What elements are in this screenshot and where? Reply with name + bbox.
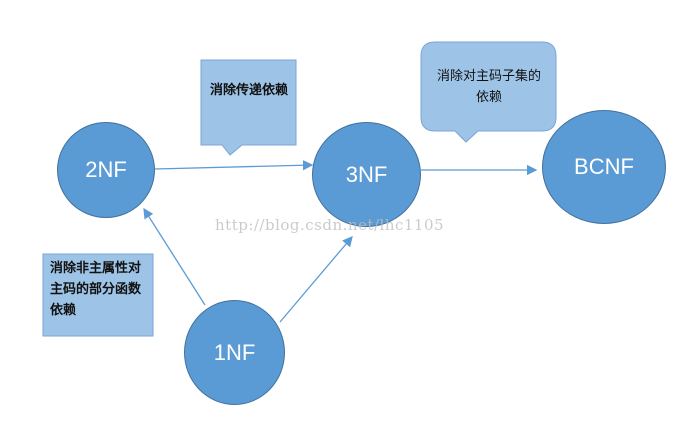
arrow-2nf-3nf — [154, 160, 314, 171]
node-1nf-label: 1NF — [213, 339, 256, 365]
node-2nf-label: 2NF — [85, 157, 127, 182]
callout-partial-shape — [42, 253, 154, 337]
node-bcnf: BCNF — [542, 110, 666, 224]
callout-subset-shape — [420, 41, 557, 143]
note-partial: 消除非主属性对主码的部分函数依赖 — [50, 261, 142, 318]
watermark: http://blog.csdn.net/lhc1105 — [215, 216, 445, 234]
arrow-1nf-2nf — [143, 207, 206, 306]
note-subset: 消除对主码子集的依赖 — [436, 69, 541, 105]
callout-transitive-shape — [200, 59, 297, 156]
node-2nf: 2NF — [57, 122, 155, 218]
node-3nf: 3NF — [312, 122, 421, 227]
note-transitive: 消除传递依赖 — [209, 83, 288, 98]
node-3nf-label: 3NF — [345, 161, 388, 187]
node-bcnf-label: BCNF — [574, 154, 634, 179]
arrow-1nf-3nf — [279, 236, 353, 323]
node-1nf: 1NF — [184, 300, 285, 405]
